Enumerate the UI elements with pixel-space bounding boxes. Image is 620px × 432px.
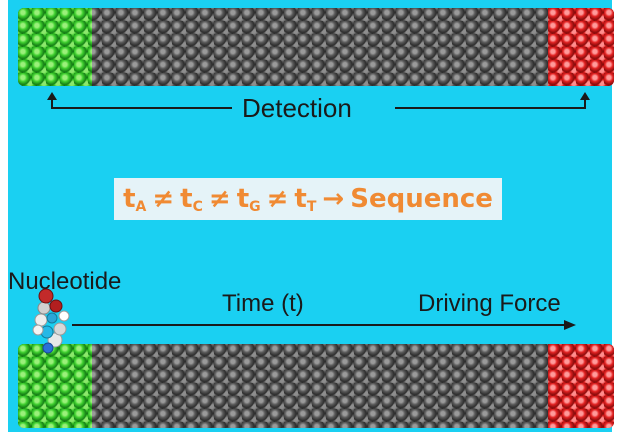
- sequence-label: Sequence: [350, 184, 493, 214]
- nucleotide-label: Nucleotide: [8, 268, 122, 295]
- time-label: Time (t): [222, 290, 304, 317]
- arrow-icon: →: [322, 184, 345, 214]
- sequence-equation: tA ≠ tC ≠ tG ≠ tT → Sequence: [114, 178, 502, 220]
- nanotube-top: [18, 8, 614, 86]
- not-equal-sign: ≠: [152, 184, 175, 214]
- nanotube-bottom-right-cap: [548, 344, 614, 428]
- nanotube-bottom-left-cap: [18, 344, 92, 428]
- driving-force-label: Driving Force: [418, 290, 561, 317]
- not-equal-sign: ≠: [266, 184, 289, 214]
- nucleotide-molecule: [32, 288, 70, 354]
- detection-label: Detection: [242, 93, 352, 123]
- time-c: tC: [180, 183, 203, 215]
- not-equal-sign: ≠: [208, 184, 231, 214]
- nanotube-top-right-cap: [548, 8, 614, 86]
- time-a: tA: [123, 183, 147, 215]
- nanotube-top-left-cap: [18, 8, 92, 86]
- nanotube-bottom: [18, 344, 614, 428]
- detection-bracket-arrowhead-left: [47, 92, 57, 100]
- time-g: tG: [236, 183, 261, 215]
- detection-bracket: [51, 98, 586, 109]
- time-t: tT: [294, 183, 317, 215]
- time-arrow-head: [564, 320, 576, 330]
- detection-bracket-arrowhead-right: [580, 92, 590, 100]
